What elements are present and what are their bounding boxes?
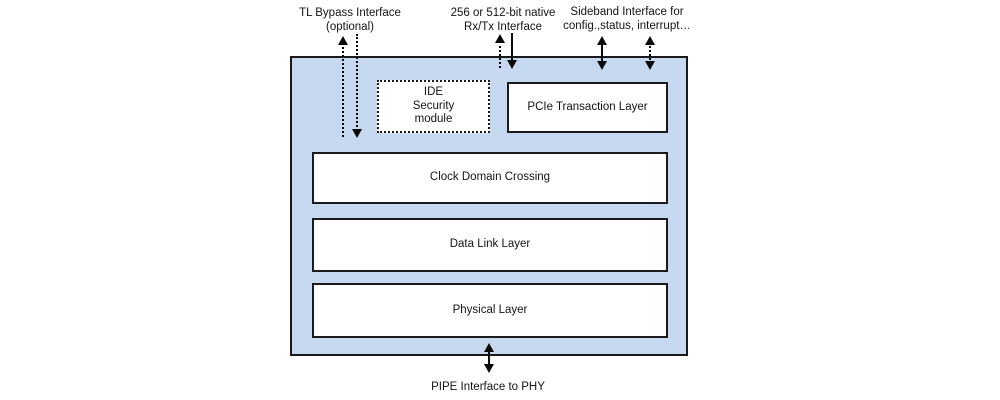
physical-layer-label: Physical Layer: [452, 303, 528, 316]
tl-bypass-up-arrow: [338, 36, 348, 137]
tl-bypass-label-line2: (optional): [326, 21, 374, 33]
arrow-head-down-icon: [597, 61, 607, 70]
arrow-head-up-icon: [338, 36, 348, 45]
rxtx-up-arrow: [495, 34, 505, 68]
ide-security-module-line1: IDE: [423, 86, 444, 99]
arrow-shaft: [601, 43, 603, 63]
clock-domain-crossing-label: Clock Domain Crossing: [429, 171, 551, 184]
data-link-layer-block: Data Link Layer: [312, 218, 668, 272]
clock-domain-crossing-block: Clock Domain Crossing: [312, 152, 668, 204]
ide-security-module-line3: module: [414, 113, 453, 126]
sideband-interface-label-line1: Sideband Interface for: [570, 6, 684, 18]
ide-security-module-line2: Security: [412, 99, 455, 112]
sideband-interface-label: Sideband Interface for config.,status, i…: [517, 5, 737, 33]
rxtx-interface-label-line2: Rx/Tx Interface: [464, 21, 542, 33]
pipe-interface-label: PIPE Interface to PHY: [378, 380, 598, 394]
pipe-arrow: [484, 343, 494, 373]
rxtx-down-arrow: [507, 33, 517, 69]
arrow-head-down-icon: [484, 364, 494, 373]
tl-bypass-label: TL Bypass Interface (optional): [240, 6, 460, 34]
pcie-transaction-layer-label: PCIe Transaction Layer: [527, 100, 648, 113]
pipe-interface-label-text: PIPE Interface to PHY: [431, 381, 545, 393]
arrow-head-down-icon: [352, 129, 362, 138]
arrow-head-down-icon: [507, 60, 517, 69]
arrow-head-up-icon: [495, 34, 505, 43]
sideband-left-arrow: [597, 36, 607, 70]
arrow-head-up-icon: [597, 36, 607, 45]
arrow-shaft: [499, 41, 501, 68]
tl-bypass-down-arrow: [352, 34, 362, 138]
tl-bypass-label-line1: TL Bypass Interface: [299, 7, 401, 19]
pcie-transaction-layer-block: PCIe Transaction Layer: [507, 82, 668, 133]
arrow-shaft: [342, 43, 344, 137]
arrow-shaft: [649, 43, 651, 63]
rxtx-interface-label-line1: 256 or 512-bit native: [450, 7, 556, 19]
ide-security-module-block: IDE Security module: [377, 80, 490, 133]
arrow-head-up-icon: [484, 343, 494, 352]
arrow-head-down-icon: [645, 61, 655, 70]
arrow-shaft: [511, 33, 513, 62]
rxtx-interface-label: 256 or 512-bit native Rx/Tx Interface: [393, 6, 613, 34]
sideband-right-arrow: [645, 36, 655, 70]
sideband-interface-label-line2: config.,status, interrupt…: [563, 20, 691, 32]
physical-layer-block: Physical Layer: [312, 283, 668, 338]
arrow-head-up-icon: [645, 36, 655, 45]
arrow-shaft: [356, 34, 358, 131]
arrow-shaft: [488, 350, 490, 366]
data-link-layer-label: Data Link Layer: [449, 238, 531, 251]
